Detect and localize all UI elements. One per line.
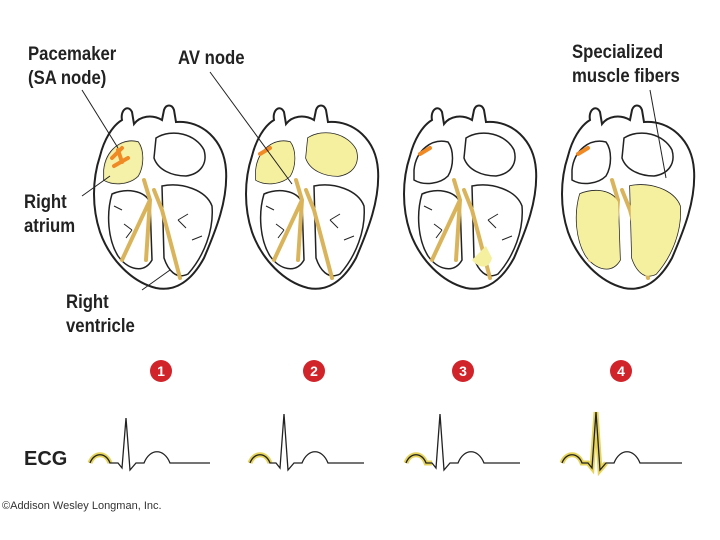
ecg-trace-1 — [87, 417, 210, 472]
sa-node-label: (SA node) — [28, 68, 107, 89]
pacemaker-leader — [81, 89, 119, 149]
right-ventricle-label-1: Right — [66, 292, 109, 313]
specialized-label: Specialized — [572, 42, 664, 63]
ecg-label: ECG — [24, 448, 68, 470]
pacemaker-label: Pacemaker — [28, 44, 117, 65]
heart-stage-1 — [92, 103, 229, 291]
step-badge-2: 2 — [303, 360, 325, 382]
right-ventricle-leader — [141, 269, 171, 291]
step-badge-1: 1 — [150, 360, 172, 382]
heart-stage-3 — [402, 103, 539, 291]
right-ventricle-label-2: ventricle — [66, 316, 135, 337]
step-badge-4: 4 — [610, 360, 632, 382]
ecg-trace-2 — [247, 413, 364, 472]
ecg-trace-4 — [559, 411, 682, 477]
right-atrium-label-2: atrium — [24, 216, 76, 237]
step-badge-3: 3 — [452, 360, 474, 382]
heart-stage-4 — [560, 103, 697, 291]
copyright-text: ©Addison Wesley Longman, Inc. — [2, 500, 162, 512]
av-node-label: AV node — [178, 48, 245, 69]
av-node-leader — [209, 71, 293, 185]
muscle-fibers-label: muscle fibers — [572, 66, 680, 87]
right-atrium-label-1: Right — [24, 192, 67, 213]
fibers-leader — [649, 89, 667, 179]
ecg-trace-3 — [403, 413, 520, 472]
right-atrium-leader — [81, 175, 111, 197]
heart-stage-2 — [244, 103, 381, 291]
